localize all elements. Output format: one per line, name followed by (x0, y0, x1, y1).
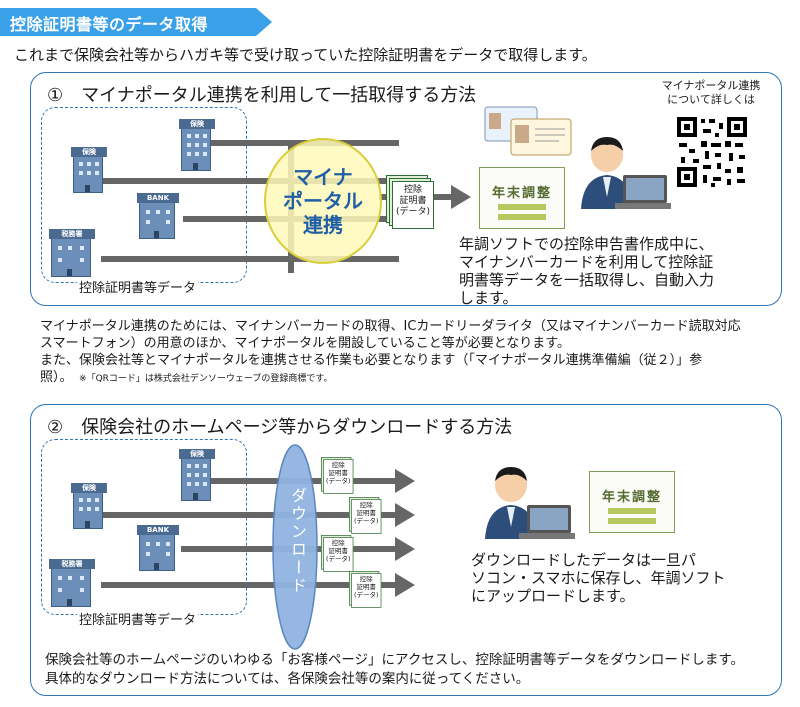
section1-panel: ① マイナポータル連携を利用して一括取得する方法 控除証明書等データ マイナ ポ… (30, 72, 782, 307)
bank-building-icon: BANK (137, 193, 179, 239)
deduction-certificate-doc-icon: 控除証明書(データ) (321, 535, 356, 574)
building-sign: 保険 (71, 483, 107, 493)
section2-source-label: 控除証明書等データ (77, 609, 199, 628)
bank-building-icon: BANK (137, 525, 179, 571)
section1-source-label: 控除証明書等データ (77, 277, 199, 296)
person-at-computer-icon (581, 137, 671, 209)
section2-panel: ② 保険会社のホームページ等からダウンロードする方法 控除証明書等データ ダウン… (30, 404, 782, 696)
section1-notes: マイナポータル連携のためには、マイナンバーカードの取得、ICカードリーダライタ（… (40, 319, 741, 385)
section1-description: 年調ソフトでの控除申告書作成中に、 マイナンバーカードを利用して控除証 明書等デ… (459, 235, 715, 307)
insurance-building-icon: 保険 (179, 119, 215, 171)
tax-office-sign: 税務署 (49, 559, 95, 569)
ellipse-line-2: ポータル (283, 189, 363, 213)
header-title: 控除証明書等のデータ取得 (10, 15, 209, 34)
doc-label: 控除証明書(データ) (392, 181, 434, 229)
nenmatsu-label: 年末調整 (491, 186, 552, 201)
intro-text: これまで保険会社等からハガキ等で受け取っていた控除証明書をデータで取得します。 (14, 46, 597, 64)
mynumber-card-icon (484, 106, 572, 156)
nenmatsu-label: 年末調整 (601, 490, 662, 505)
building-sign: 保険 (179, 119, 215, 129)
bank-sign: BANK (137, 193, 179, 203)
nenmatsu-software-screen: 年末調整 (479, 167, 565, 229)
person-at-computer-icon (485, 467, 575, 539)
download-ellipse-label: ダウンロード (288, 487, 307, 595)
bank-sign: BANK (137, 525, 179, 535)
tax-office-building-icon: 税務署 (49, 559, 95, 607)
header-tag: 控除証明書等のデータ取得 (0, 8, 272, 36)
tax-office-building-icon: 税務署 (49, 229, 95, 277)
deduction-certificate-doc-icon: 控除証明書(データ) (349, 497, 384, 536)
section1-title: ① マイナポータル連携を利用して一括取得する方法 (47, 85, 477, 106)
insurance-building-icon: 保険 (71, 483, 107, 529)
ellipse-line-3: 連携 (303, 213, 343, 237)
ellipse-line-1: マイナ (293, 165, 353, 189)
mynaportal-ellipse: マイナ ポータル 連携 (267, 165, 379, 237)
deduction-certificate-doc-icon: 控除証明書(データ) (349, 571, 384, 610)
section2-arrows (101, 444, 415, 650)
insurance-building-icon: 保険 (71, 147, 107, 193)
deduction-certificate-doc-icon: 控除証明書(データ) (386, 175, 434, 229)
section2-footer: 保険会社等のホームページのいわゆる「お客様ページ」にアクセスし、控除証明書等デー… (45, 652, 745, 687)
qr-caption: マイナポータル連携 について詳しくは (661, 79, 761, 106)
building-sign: 保険 (71, 147, 107, 157)
section2-description: ダウンロードしたデータは一旦パ ソコン・スマホに保存し、年調ソフト にアップロー… (471, 551, 726, 605)
section2-title: ② 保険会社のホームページ等からダウンロードする方法 (47, 417, 513, 438)
tax-office-sign: 税務署 (49, 229, 95, 239)
header-banner-shape (0, 8, 272, 36)
qr-trademark-note: ※「QRコード」は株式会社デンソーウェーブの登録商標です。 (79, 374, 333, 384)
deduction-certificate-doc-icon: 控除証明書(データ) (321, 457, 356, 496)
insurance-building-icon: 保険 (179, 449, 215, 501)
building-sign: 保険 (179, 449, 215, 459)
qr-code-icon[interactable] (675, 115, 749, 189)
nenmatsu-software-screen: 年末調整 (589, 471, 675, 533)
section1-arrows (101, 138, 471, 273)
